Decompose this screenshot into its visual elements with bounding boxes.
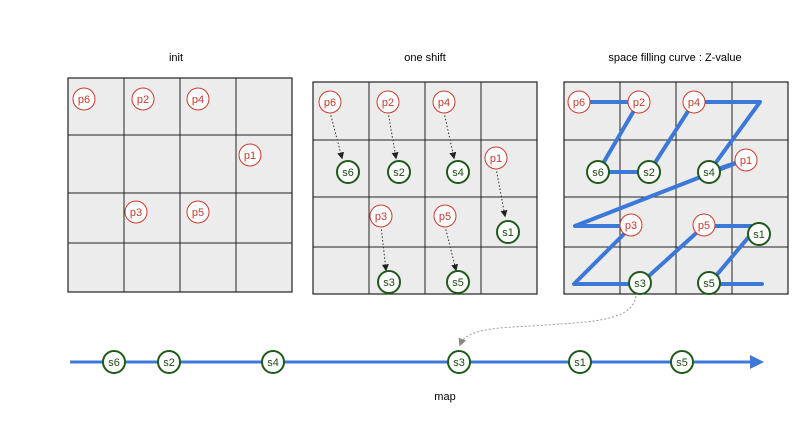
point-p3-shift: p3	[369, 204, 393, 228]
shifted-s6-curve: s6	[586, 160, 610, 184]
svg-text:p4: p4	[192, 94, 204, 106]
svg-text:s5: s5	[676, 357, 688, 369]
shift-arrows	[329, 111, 508, 272]
point-p5-init: p5	[186, 200, 210, 224]
shifted-s3-shift: s3	[377, 270, 401, 294]
svg-text:s1: s1	[574, 357, 586, 369]
svg-text:s3: s3	[634, 278, 646, 290]
svg-text:p3: p3	[130, 207, 142, 219]
point-p6-init: p6	[72, 87, 96, 111]
shifted-s1-curve: s1	[747, 222, 771, 246]
panel-title-init: init	[169, 52, 183, 64]
svg-text:p5: p5	[698, 220, 710, 232]
svg-text:s6: s6	[108, 357, 120, 369]
map-axis-arrowhead	[750, 355, 764, 369]
point-p2-shift: p2	[376, 90, 400, 114]
shifted-s1-shift: s1	[496, 220, 520, 244]
svg-text:p2: p2	[633, 97, 645, 109]
point-p5-curve: p5	[692, 213, 716, 237]
svg-text:s6: s6	[592, 167, 604, 179]
point-p3-init: p3	[124, 200, 148, 224]
svg-text:p4: p4	[688, 97, 700, 109]
svg-text:s4: s4	[452, 167, 464, 179]
point-p3-curve: p3	[619, 213, 643, 237]
map-node-s1: s1	[568, 350, 592, 374]
shifted-s5-curve: s5	[697, 271, 721, 295]
point-p5-shift: p5	[433, 204, 457, 228]
svg-text:p4: p4	[438, 97, 450, 109]
svg-text:s4: s4	[267, 357, 279, 369]
svg-text:s5: s5	[703, 278, 715, 290]
point-p2-init: p2	[131, 87, 155, 111]
map-node-s2: s2	[157, 350, 181, 374]
svg-text:p1: p1	[740, 155, 752, 167]
shifted-s5-shift: s5	[446, 270, 470, 294]
svg-text:p6: p6	[324, 97, 336, 109]
map-node-s4: s4	[261, 350, 285, 374]
map-link-arrow	[458, 295, 637, 347]
svg-text:s2: s2	[393, 167, 405, 179]
point-p1-curve: p1	[734, 148, 758, 172]
svg-text:p6: p6	[78, 94, 90, 106]
svg-text:s6: s6	[342, 167, 354, 179]
shifted-s4-curve: s4	[697, 160, 721, 184]
svg-text:s2: s2	[643, 167, 655, 179]
svg-text:s4: s4	[703, 167, 715, 179]
point-p4-shift: p4	[432, 90, 456, 114]
svg-text:p1: p1	[244, 150, 256, 162]
point-p6-curve: p6	[567, 90, 591, 114]
svg-text:p3: p3	[375, 211, 387, 223]
svg-text:p1: p1	[490, 153, 502, 165]
svg-text:p2: p2	[137, 94, 149, 106]
point-p1-init: p1	[238, 143, 262, 167]
svg-text:s2: s2	[163, 357, 175, 369]
z-order-curve	[572, 100, 764, 286]
point-p4-init: p4	[186, 87, 210, 111]
panel-title-one-shift: one shift	[404, 52, 446, 64]
shifted-s3-curve: s3	[628, 271, 652, 295]
svg-text:p5: p5	[439, 211, 451, 223]
grid-init	[67, 77, 293, 293]
shifted-s2-shift: s2	[387, 160, 411, 184]
point-p4-curve: p4	[682, 90, 706, 114]
svg-text:s1: s1	[502, 227, 514, 239]
shifted-s4-shift: s4	[446, 160, 470, 184]
map-node-s3: s3	[447, 350, 471, 374]
point-p1-shift: p1	[484, 146, 508, 170]
svg-text:s1: s1	[753, 229, 765, 241]
svg-text:p5: p5	[192, 207, 204, 219]
point-p2-curve: p2	[627, 90, 651, 114]
svg-text:p6: p6	[573, 97, 585, 109]
svg-text:p3: p3	[625, 220, 637, 232]
map-label: map	[434, 391, 455, 403]
svg-text:s3: s3	[383, 277, 395, 289]
shifted-s2-curve: s2	[637, 160, 661, 184]
svg-text:s3: s3	[453, 357, 465, 369]
grid-one-shift	[312, 81, 538, 295]
map-node-s6: s6	[102, 350, 126, 374]
svg-text:p2: p2	[382, 97, 394, 109]
map-node-s5: s5	[670, 350, 694, 374]
point-p6-shift: p6	[318, 90, 342, 114]
panel-title-z-value: space filling curve : Z-value	[608, 52, 741, 64]
svg-text:s5: s5	[452, 277, 464, 289]
shifted-s6-shift: s6	[336, 160, 360, 184]
